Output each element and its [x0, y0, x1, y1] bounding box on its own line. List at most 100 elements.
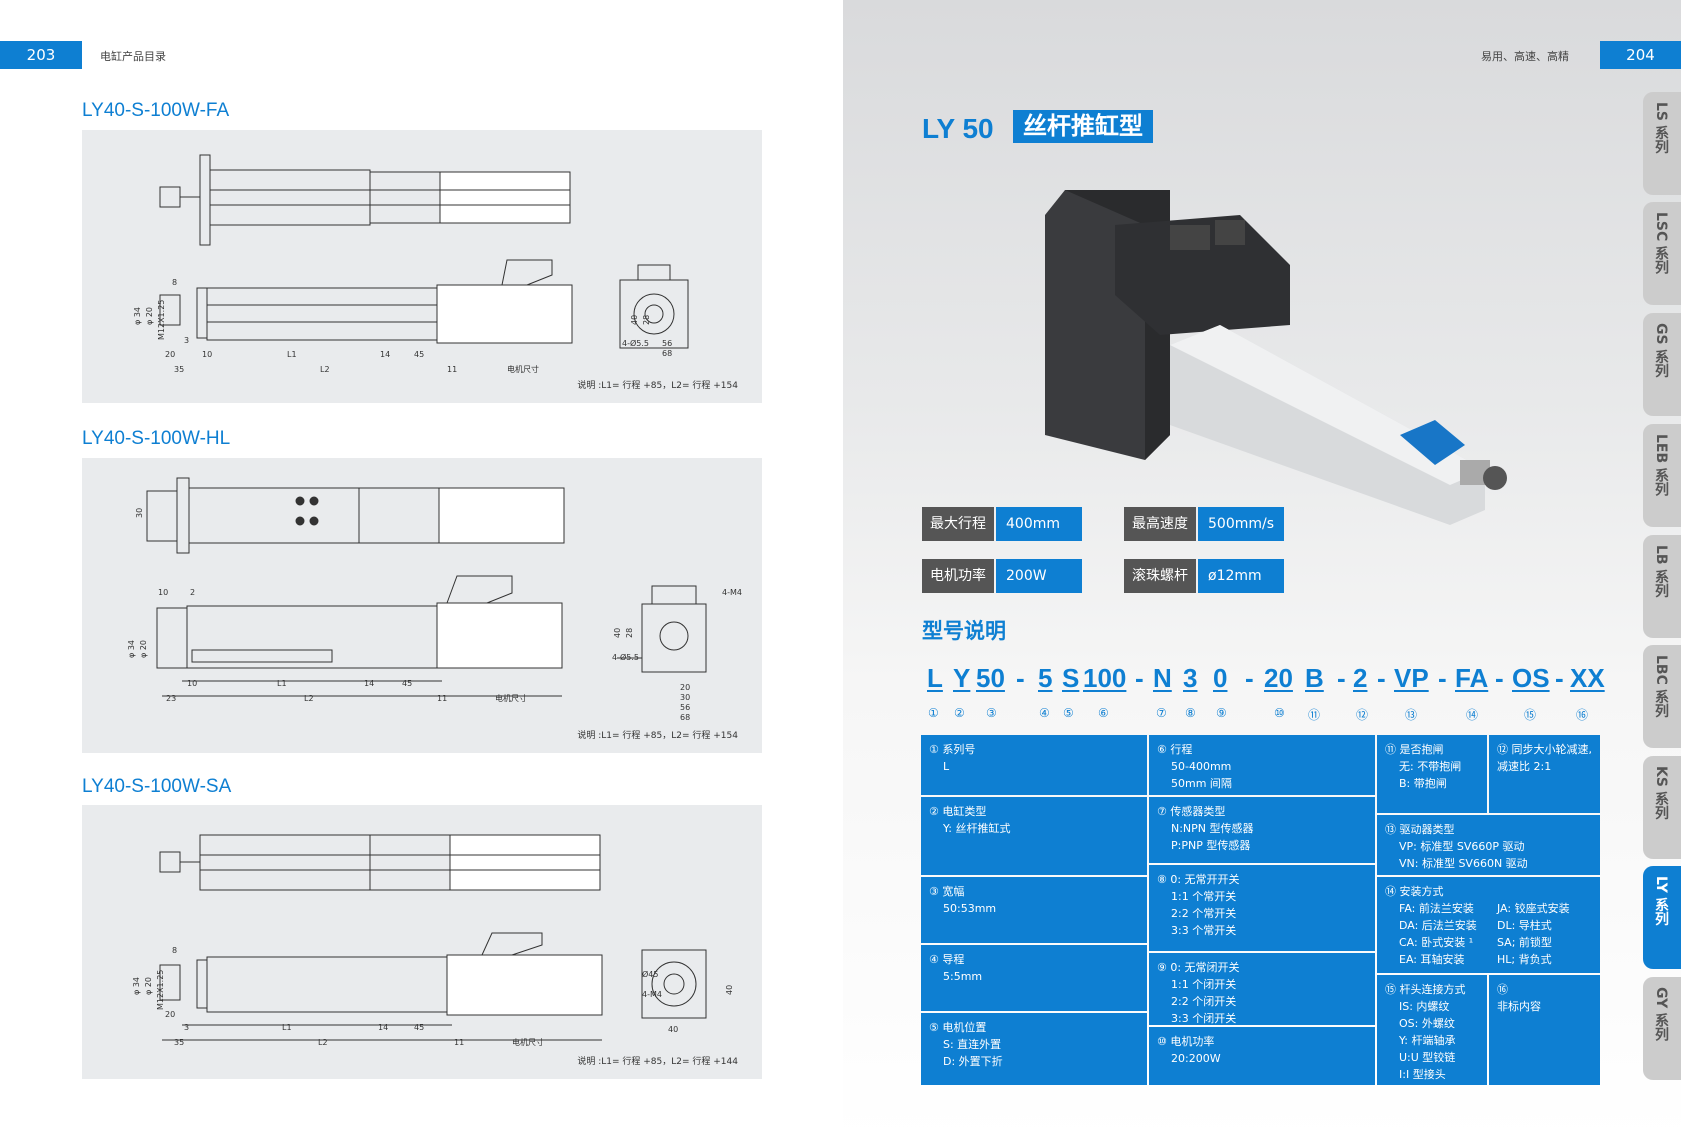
code-num-6: ⑥ — [1098, 706, 1109, 720]
code-num-7: ⑦ — [1156, 706, 1167, 720]
code-part-6: 100 — [1083, 663, 1127, 693]
code-part-16: XX — [1570, 663, 1605, 693]
cell-custom-title: ⑯ — [1497, 983, 1508, 996]
code-num-10: ⑩ — [1274, 706, 1285, 720]
dim-4phi: 4-Ø5.5 — [622, 338, 649, 348]
cell-motor-position-line-1: S: 直连外置 — [943, 1038, 1002, 1051]
cell-motor-position: ⑤ 电机位置 S: 直连外置 D: 外置下折 — [921, 1013, 1147, 1085]
cell-sensor-type-line-2: P:PNP 型传感器 — [1171, 839, 1251, 852]
dim-l2-sa: L2 — [318, 1038, 328, 1047]
dim-23-hl: 23 — [166, 694, 176, 703]
spec-value-ball-screw: ø12mm — [1198, 559, 1284, 593]
dim-20: 20 — [165, 350, 175, 359]
tab-gy-series[interactable]: GY 系列 — [1643, 977, 1681, 1080]
spec-max-speed: 最高速度 500mm/s — [1124, 507, 1284, 541]
code-sep: - — [1245, 663, 1254, 693]
spec-value-max-speed: 500mm/s — [1198, 507, 1284, 541]
cell-brake-line-1: 无: 不带抱闸 — [1399, 760, 1462, 773]
cell-pulley-title: ⑫ 同步大小轮减速, — [1497, 743, 1592, 756]
cell-pulley: ⑫ 同步大小轮减速, 减速比 2:1 — [1489, 735, 1600, 813]
tab-ls-series[interactable]: LS 系列 — [1643, 92, 1681, 195]
cell-mounting-ea: EA: 耳轴安装 — [1399, 953, 1465, 966]
code-part-12: 2 — [1353, 663, 1368, 693]
cell-no-switch-line-3: 3:3 个常开关 — [1171, 924, 1237, 937]
section-title-sa: LY40-S-100W-SA — [82, 776, 232, 797]
spec-key-max-stroke: 最大行程 — [922, 507, 994, 541]
code-part-5: S — [1062, 663, 1080, 693]
cell-rod-end: ⑮ 杆头连接方式 IS: 内螺纹 OS: 外螺纹 Y: 杆端轴承 U:U 型铰链… — [1377, 975, 1487, 1085]
dim-14-sa: 14 — [378, 1023, 388, 1032]
cell-stroke-title: ⑥ 行程 — [1157, 743, 1193, 756]
dim-14: 14 — [380, 350, 390, 359]
dim-phi34-hl: φ 34 — [127, 640, 136, 658]
cell-motor-power: ⑩ 电机功率 20:200W — [1149, 1027, 1375, 1085]
cell-pulley-ratio: 减速比 2:1 — [1497, 760, 1552, 773]
dim-10-hl: 10 — [158, 588, 168, 597]
dim-motor: 电机尺寸 — [507, 364, 539, 374]
dim-40-sa: 40 — [725, 985, 734, 995]
tab-lb-series[interactable]: LB 系列 — [1643, 535, 1681, 638]
tab-leb-series[interactable]: LEB 系列 — [1643, 424, 1681, 527]
code-num-13: ⑬ — [1405, 708, 1418, 722]
tab-lbc-series[interactable]: LBC 系列 — [1643, 645, 1681, 748]
technical-drawing-fa: 8 φ 34 φ 20 M12X1.25 3 20 10 L1 14 45 35… — [133, 154, 689, 374]
cell-series-line: L — [943, 760, 950, 773]
tab-ly-series[interactable]: LY 系列 — [1643, 866, 1681, 969]
cell-cylinder-type: ② 电缸类型 Y: 丝杆推缸式 — [921, 797, 1147, 875]
code-part-9: 0 — [1213, 663, 1228, 693]
drawing-fa: 8 φ 34 φ 20 M12X1.25 3 20 10 L1 14 45 35… — [82, 130, 762, 403]
cell-stroke-line-1: 50-400mm — [1171, 760, 1232, 773]
tab-ks-label: KS 系列 — [1653, 766, 1669, 820]
tab-ks-series[interactable]: KS 系列 — [1643, 756, 1681, 859]
dim-14-hl: 14 — [364, 679, 374, 688]
code-part-11: B — [1305, 663, 1324, 693]
dim-40b-sa: 40 — [668, 1025, 678, 1034]
cell-width-line: 50:53mm — [943, 902, 997, 915]
tab-gs-series[interactable]: GS 系列 — [1643, 313, 1681, 416]
cell-nc-switch-line-2: 2:2 个闭开关 — [1171, 995, 1237, 1008]
cell-series: ① 系列号 L — [921, 735, 1147, 795]
code-sep: - — [1016, 663, 1025, 693]
cell-brake-title: ⑪ 是否抱闸 — [1385, 743, 1444, 756]
code-num-14: ⑭ — [1466, 708, 1479, 722]
dim-45: 45 — [414, 350, 424, 359]
dim-phi20-hl: φ 20 — [139, 640, 148, 658]
spec-ball-screw: 滚珠螺杆 ø12mm — [1124, 559, 1284, 593]
cell-lead: ④ 导程 5:5mm — [921, 945, 1147, 1011]
code-num-16: ⑯ — [1576, 708, 1589, 722]
code-part-7: N — [1153, 663, 1172, 693]
dim-phi34-sa: φ 34 — [132, 977, 141, 995]
cell-mounting-col-2: JA: 铰座式安装 DL: 导柱式 SA; 前锁型 HL; 背负式 — [1497, 900, 1570, 968]
code-part-13: VP — [1394, 663, 1429, 693]
dim-35-sa: 35 — [174, 1038, 184, 1047]
code-part-10: 20 — [1264, 663, 1293, 693]
technical-drawing-hl: 30 10 2 φ 34 φ 20 10 L1 14 45 23 L2 11 电… — [127, 477, 742, 722]
dim-30-hl: 30 — [135, 508, 144, 518]
tab-lsc-series[interactable]: LSC 系列 — [1643, 202, 1681, 305]
dim-20-hl: 20 — [680, 683, 690, 692]
dim-l2-hl: L2 — [304, 694, 314, 703]
code-num-9: ⑨ — [1216, 706, 1227, 720]
tab-ly-label: LY 系列 — [1653, 876, 1669, 926]
tab-gs-label: GS 系列 — [1653, 323, 1669, 378]
spec-key-max-speed: 最高速度 — [1124, 507, 1196, 541]
code-part-3: 50 — [976, 663, 1005, 693]
dim-28: 28 — [642, 315, 651, 325]
dim-l1-hl: L1 — [277, 679, 287, 688]
dim-m4-hl: 4-M4 — [722, 588, 742, 597]
cell-rod-end-u: U:U 型铰链 — [1399, 1051, 1456, 1064]
dim-45-sa: 45 — [414, 1023, 424, 1032]
cell-no-switch-title: ⑧ 0: 无常开开关 — [1157, 873, 1240, 886]
cell-rod-end-i: I:I 型接头 — [1399, 1068, 1446, 1081]
cell-sensor-type: ⑦ 传感器类型 N:NPN 型传感器 P:PNP 型传感器 — [1149, 797, 1375, 863]
cell-nc-switch-line-3: 3:3 个闭开关 — [1171, 1012, 1237, 1025]
dim-40-hl: 40 — [613, 628, 622, 638]
cell-rod-end-title: ⑮ 杆头连接方式 — [1385, 983, 1466, 996]
code-part-14: FA — [1455, 663, 1489, 693]
dim-phi45-sa: Ø45 — [642, 969, 658, 979]
cell-cylinder-type-title: ② 电缸类型 — [929, 805, 987, 818]
model-explanation-title: 型号说明 — [922, 619, 1006, 643]
code-num-5: ⑤ — [1063, 706, 1074, 720]
left-page-number: 203 — [0, 41, 82, 69]
dim-10b-hl: 10 — [187, 679, 197, 688]
